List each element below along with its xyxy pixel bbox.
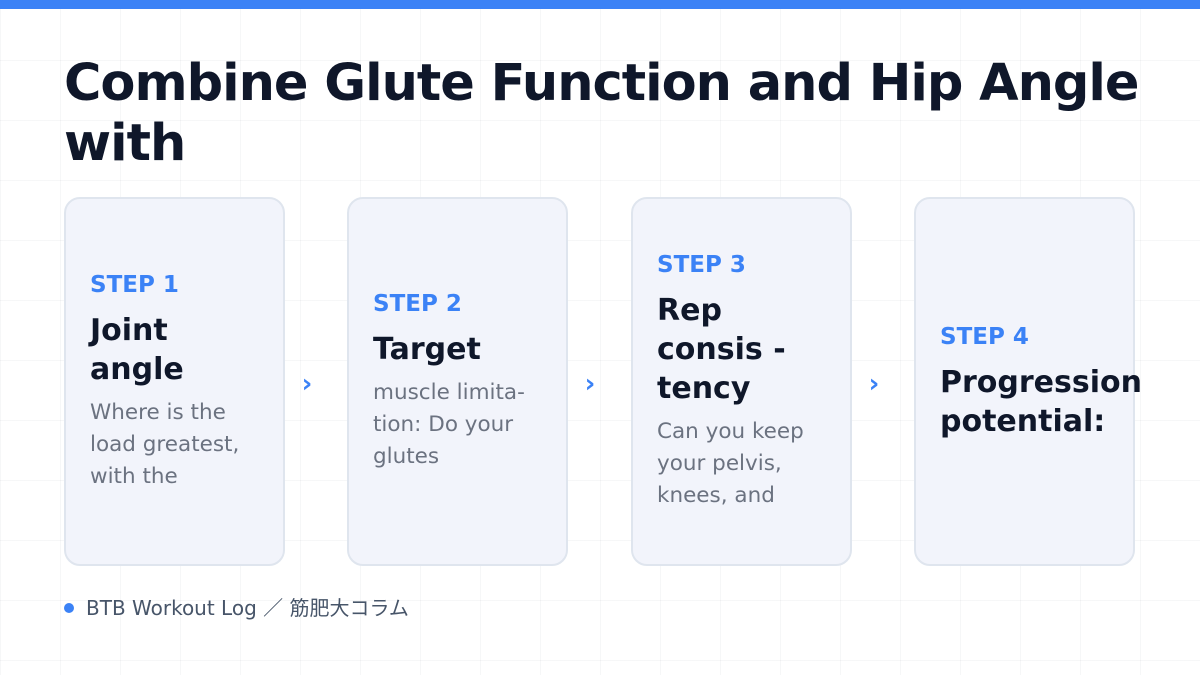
chevron-right-icon: › xyxy=(301,369,313,399)
step-label: STEP 1 xyxy=(90,271,179,298)
chevron-right-icon: › xyxy=(868,369,880,399)
step-title: Joint angle xyxy=(90,312,184,387)
step-label: STEP 4 xyxy=(940,323,1029,350)
step-description: Can you keep your pelvis, knees, and xyxy=(657,419,804,508)
bullet-dot-icon xyxy=(64,603,74,613)
chevron-right-icon: › xyxy=(584,369,596,399)
step-label: STEP 2 xyxy=(373,291,462,317)
footer-text: BTB Workout Log ／ 筋肥大コラム xyxy=(86,596,409,620)
step-description: Where is the load greatest, with the xyxy=(90,399,240,489)
footer: BTB Workout Log ／ 筋肥大コラム xyxy=(64,594,409,622)
step-description: muscle limita- tion: Do your glutes xyxy=(373,380,525,469)
step-label: STEP 3 xyxy=(657,252,746,278)
step-title: Target xyxy=(373,332,481,367)
step-title: Progression potential: xyxy=(940,364,1142,439)
step-card-4: STEP 4 Progression potential: xyxy=(914,197,1142,566)
step-card-2: STEP 2 Target muscle limita- tion: Do yo… xyxy=(347,197,568,566)
step-card-1: STEP 1 Joint angle Where is the load gre… xyxy=(64,197,285,566)
top-accent-bar xyxy=(0,0,1200,9)
page-title: Combine Glute Function and Hip Angle wit… xyxy=(64,54,1140,173)
step-title: Rep consis - tency xyxy=(657,293,786,406)
step-card-3: STEP 3 Rep consis - tency Can you keep y… xyxy=(631,197,852,566)
